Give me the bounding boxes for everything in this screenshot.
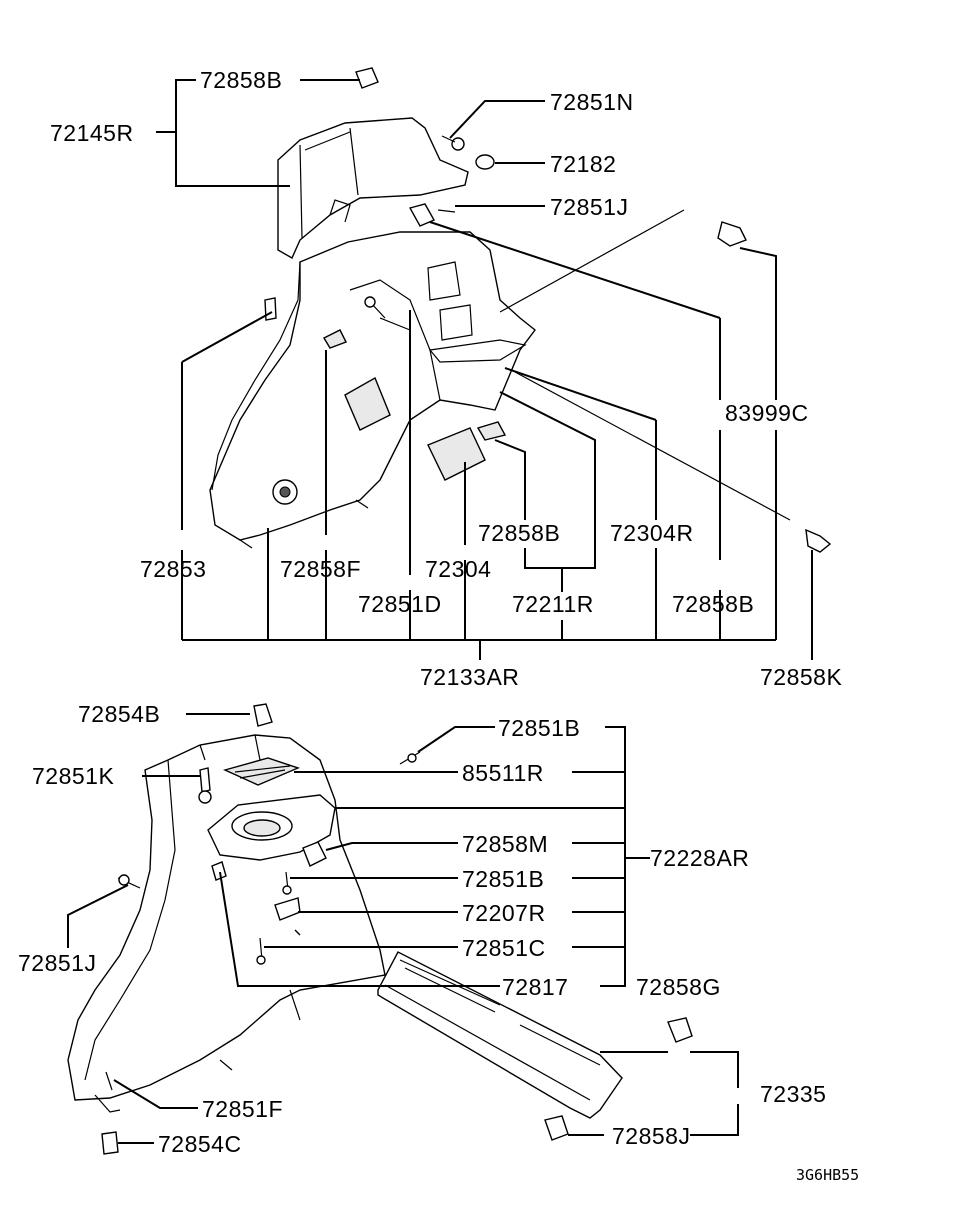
quarter-trim-main-part	[209, 231, 536, 549]
fastener-icons-lower	[101, 703, 693, 1155]
label-72858K: 72858K	[760, 664, 842, 690]
label-72858J: 72858J	[612, 1123, 690, 1149]
diagram-code: 3G6HB55	[796, 1166, 859, 1184]
label-72133AR: 72133AR	[420, 664, 519, 690]
label-72851B-top: 72851B	[498, 715, 580, 741]
label-72858M: 72858M	[462, 831, 548, 857]
label-72854C: 72854C	[158, 1131, 242, 1157]
label-72851C: 72851C	[462, 935, 546, 961]
scuff-plate-part	[377, 951, 623, 1119]
label-72182: 72182	[550, 151, 616, 177]
label-72851J-top: 72851J	[550, 194, 628, 220]
label-72335: 72335	[760, 1081, 826, 1107]
quarter-trim-lower-part	[67, 734, 386, 1113]
label-85511R: 85511R	[462, 760, 544, 786]
cup-holder-part	[207, 757, 336, 921]
label-72858B-right: 72858B	[672, 591, 754, 617]
leader-lines-lower	[67, 713, 739, 1144]
label-72228AR: 72228AR	[650, 845, 749, 871]
label-72851D: 72851D	[358, 591, 442, 617]
label-72304R: 72304R	[610, 520, 694, 546]
label-72858G: 72858G	[636, 974, 721, 1000]
label-72304: 72304	[425, 556, 491, 582]
label-72851B-mid: 72851B	[462, 866, 544, 892]
quarter-trim-upper-part	[277, 117, 469, 259]
label-72851J-left: 72851J	[18, 950, 96, 976]
label-72854B: 72854B	[78, 701, 160, 727]
label-72851N: 72851N	[550, 89, 634, 115]
label-72207R: 72207R	[462, 900, 546, 926]
label-83999C: 83999C	[725, 400, 809, 426]
label-72858B-mid: 72858B	[478, 520, 560, 546]
leader-lines-upper	[156, 79, 813, 660]
label-72145R: 72145R	[50, 120, 134, 146]
label-72817: 72817	[502, 974, 568, 1000]
label-72851F: 72851F	[202, 1096, 283, 1122]
label-72858B-top: 72858B	[200, 67, 282, 93]
label-72851K: 72851K	[32, 763, 114, 789]
label-72211R: 72211R	[512, 591, 594, 617]
label-72853: 72853	[140, 556, 206, 582]
part-labels: 72858B 72145R 72851N 72182 72851J 83999C…	[18, 67, 859, 1184]
fastener-icons-upper	[264, 67, 832, 553]
label-72858F: 72858F	[280, 556, 361, 582]
